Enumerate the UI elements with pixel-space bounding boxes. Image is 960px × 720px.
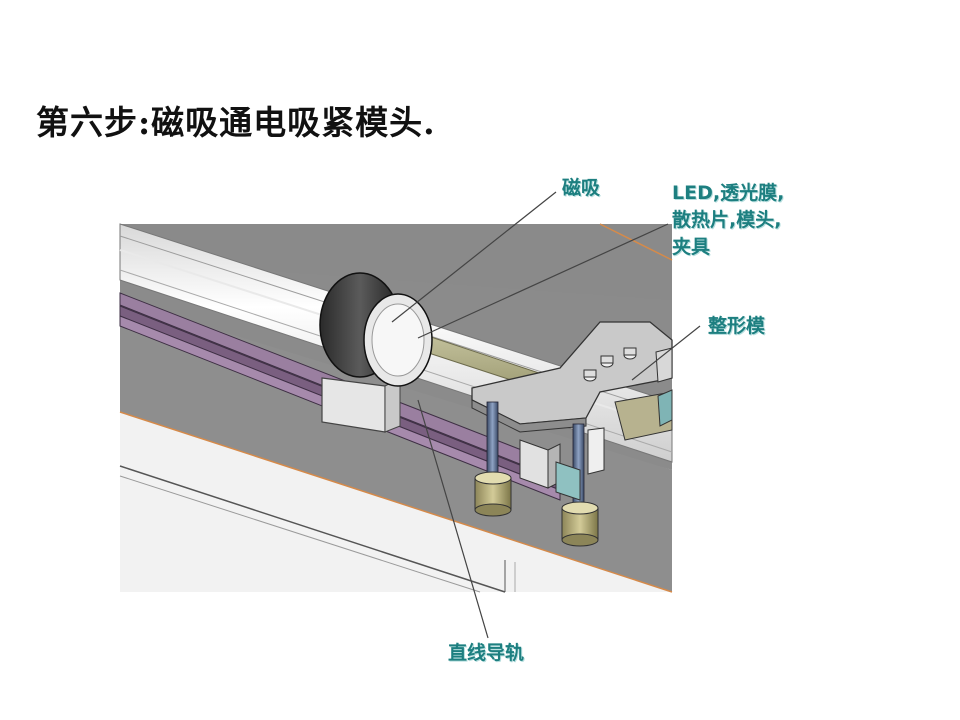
callout-leaders [391, 191, 701, 639]
label-led-line-1: LED,透光膜, [672, 182, 785, 204]
slide-title: 第六步:磁吸通电吸紧模头. [36, 103, 436, 142]
shaping-die [471, 321, 673, 547]
label-led-line-3: 夹具 [672, 236, 711, 258]
magnet-ring [319, 272, 433, 433]
label-linear-rail: 直线导轨 [448, 642, 525, 664]
magnet-leader-line [391, 191, 557, 323]
rail-leader-line [417, 399, 489, 639]
led-leader-line [417, 223, 669, 339]
label-led-line-2: 散热片,模头, [672, 209, 782, 231]
shaping-die-leader-line [631, 325, 701, 381]
label-shaping-die: 整形模 [708, 315, 766, 337]
label-magnet: 磁吸 [562, 177, 601, 199]
label-led-assembly: LED,透光膜, 散热片,模头, 夹具 [672, 180, 784, 261]
